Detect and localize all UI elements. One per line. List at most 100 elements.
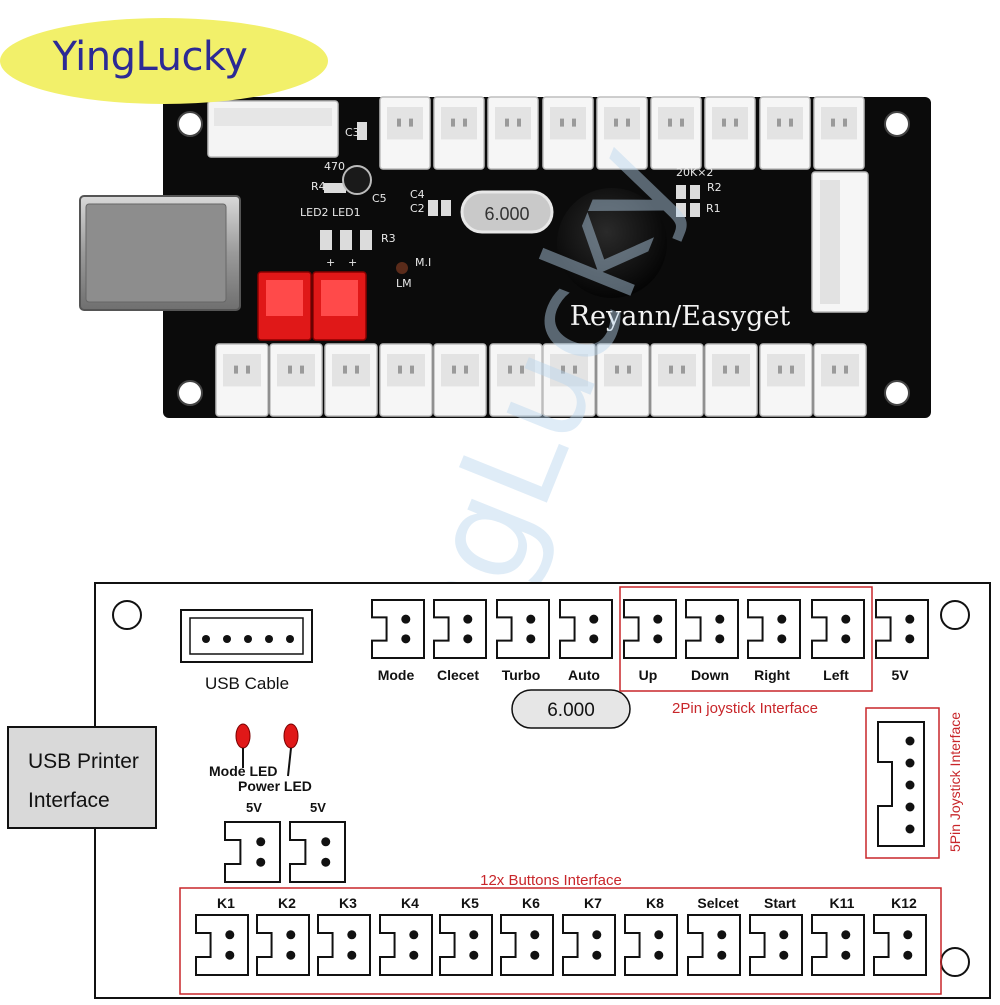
silkscreen-label: C2 <box>410 202 425 215</box>
white-connector <box>542 343 596 417</box>
silkscreen-label: R1 <box>706 202 721 215</box>
silkscreen-label: R4 <box>311 180 326 193</box>
connector-selcet <box>687 914 741 976</box>
power-connector <box>289 821 346 883</box>
connector-label: Auto <box>568 667 600 683</box>
power-led-label: Power LED <box>238 778 312 794</box>
red-connector <box>312 271 367 341</box>
white-connector <box>269 343 323 417</box>
power-5v-label: 5V <box>246 800 262 815</box>
connector-label: Clecet <box>437 667 479 683</box>
mount-hole <box>177 111 203 137</box>
connector-label: K7 <box>584 895 602 911</box>
white-connector <box>379 343 433 417</box>
white-connector <box>487 96 539 170</box>
connector-label: K1 <box>217 895 235 911</box>
silkscreen-label: R3 <box>381 232 396 245</box>
silkscreen-label: R2 <box>707 181 722 194</box>
silkscreen-label: + <box>348 256 357 269</box>
silkscreen-label: LM <box>396 277 412 290</box>
connector-label: K3 <box>339 895 357 911</box>
mount-hole <box>884 380 910 406</box>
power-5v-label: 5V <box>310 800 326 815</box>
connector-k11 <box>811 914 865 976</box>
mount-hole <box>940 600 970 630</box>
silkscreen-label: C5 <box>372 192 387 205</box>
connector-label: Start <box>764 895 796 911</box>
white-connector <box>759 96 811 170</box>
chip-blob <box>557 188 667 298</box>
connector-label: Mode <box>378 667 415 683</box>
white-connector <box>596 343 650 417</box>
connector-label: K4 <box>401 895 419 911</box>
joystick-5pin-header <box>877 721 925 847</box>
silkscreen-label: 470 <box>324 160 345 173</box>
connector-label: Selcet <box>697 895 739 911</box>
mount-hole <box>940 947 970 977</box>
white-connector <box>596 96 648 170</box>
joystick-2pin-highlight <box>619 586 873 692</box>
joystick-5pin-highlight <box>865 707 940 859</box>
connector-label: K6 <box>522 895 540 911</box>
connector-k7 <box>562 914 616 976</box>
smd-components <box>320 122 700 274</box>
silkscreen-label: C4 <box>410 188 425 201</box>
connector-label: Turbo <box>502 667 541 683</box>
usb-printer-label-1: USB Printer <box>28 750 139 773</box>
white-connector <box>489 343 543 417</box>
mount-hole <box>112 600 142 630</box>
photo-bottom-connectors <box>215 343 867 417</box>
brand-name: YingLucky <box>52 34 248 80</box>
white-connector <box>379 96 431 170</box>
white-connector <box>759 343 813 417</box>
connector-right <box>747 599 801 659</box>
silkscreen-label: 20K×2 <box>676 166 713 179</box>
photo-top-connectors <box>379 96 865 170</box>
usb-printer-label-2: Interface <box>28 789 110 812</box>
connector-k3 <box>317 914 371 976</box>
connector-k5 <box>439 914 493 976</box>
usb-b-jack <box>79 195 241 311</box>
connector-label: Up <box>639 667 658 683</box>
connector-mode <box>371 599 425 659</box>
connector-start <box>749 914 803 976</box>
connector-k2 <box>256 914 310 976</box>
crystal-oscillator: 6.000 <box>460 190 554 234</box>
connector-k8 <box>624 914 678 976</box>
white-connector <box>433 96 485 170</box>
connector-auto <box>559 599 613 659</box>
connector-5v <box>875 599 929 659</box>
pcb-brand-text: Reyann/Easyget <box>570 301 791 332</box>
usb-cable-label: USB Cable <box>205 674 289 693</box>
white-connector <box>650 343 704 417</box>
connector-k6 <box>500 914 554 976</box>
crystal-outline <box>511 689 631 729</box>
connector-k1 <box>195 914 249 976</box>
mount-hole <box>884 111 910 137</box>
mode-led-label: Mode LED <box>209 763 277 779</box>
white-connector <box>542 96 594 170</box>
silkscreen-label: C3 <box>345 126 360 139</box>
connector-label: K8 <box>646 895 664 911</box>
connector-clecet <box>433 599 487 659</box>
power-led <box>283 723 299 749</box>
connector-down <box>685 599 739 659</box>
white-connector <box>813 343 867 417</box>
connector-label: Right <box>754 667 790 683</box>
connector-k12 <box>873 914 927 976</box>
brand-badge <box>0 18 328 104</box>
connector-turbo <box>496 599 550 659</box>
white-connector <box>704 343 758 417</box>
white-connector <box>433 343 487 417</box>
connector-up <box>623 599 677 659</box>
red-connector <box>257 271 312 341</box>
joystick-2pin-label: 2Pin joystick Interface <box>672 700 818 717</box>
power-connector <box>224 821 281 883</box>
mode-led <box>235 723 251 749</box>
